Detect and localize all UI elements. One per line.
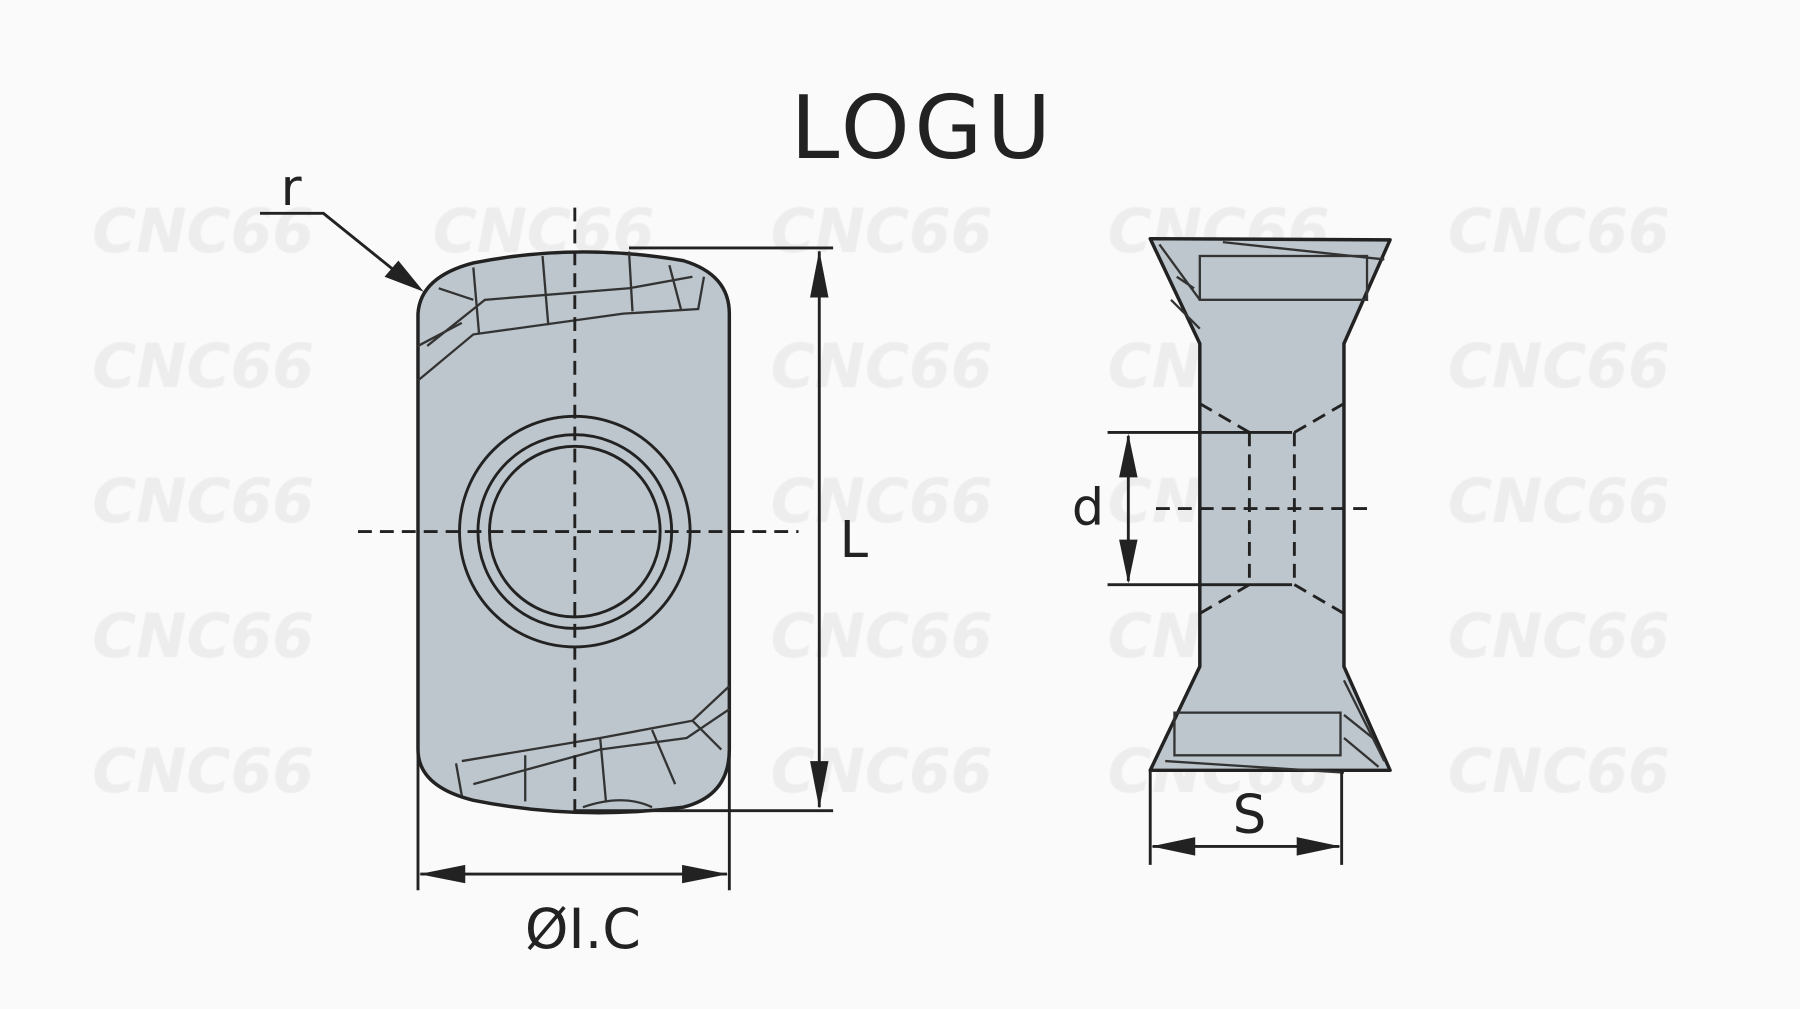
length-label: L [840,510,868,569]
s-arrow-left [1151,837,1196,856]
radius-arrowhead [384,260,424,292]
radius-label: r [281,158,302,217]
top-cutting-edge-facets [417,251,706,382]
bottom-cutting-edge-facets [454,685,731,809]
s-arrow-right [1296,837,1341,856]
side-profile [1148,236,1392,773]
side-view: d S [1072,236,1392,865]
d-arrow-bottom [1119,539,1138,584]
length-arrow-top [810,250,829,298]
side-edge-facets [1158,241,1386,774]
top-view: r L ØI.C [260,158,868,962]
title: LOGU [790,77,1055,179]
length-arrow-bottom [810,761,829,809]
ic-arrow-left [419,864,466,884]
insert-body [416,250,732,815]
ic-arrow-right [682,864,729,884]
s-label: S [1233,784,1267,846]
d-label: d [1072,478,1104,537]
d-arrow-top [1119,433,1138,478]
radius-leader-line [260,211,408,282]
ic-label: ØI.C [525,898,641,962]
